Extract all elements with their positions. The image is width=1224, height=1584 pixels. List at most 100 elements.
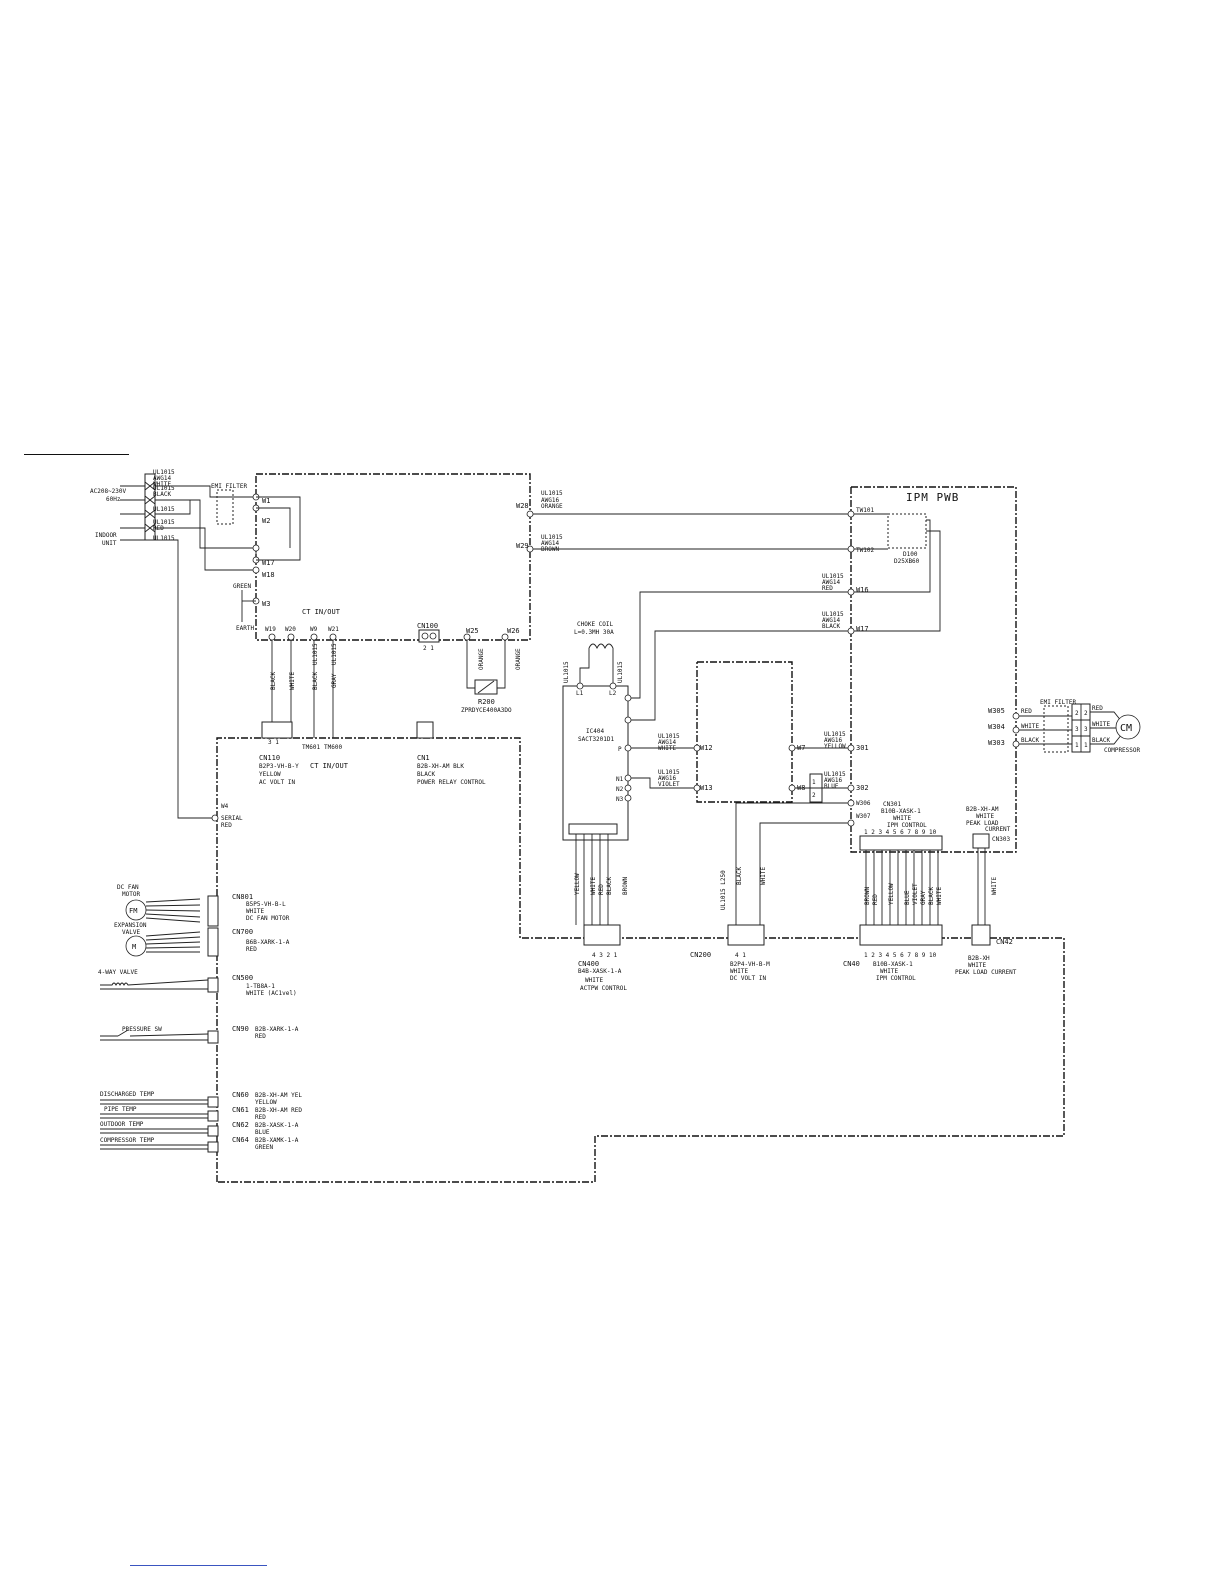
svg-text:D25XB60: D25XB60 xyxy=(894,558,920,565)
svg-text:TW102: TW102 xyxy=(856,547,874,554)
cn60-connector xyxy=(207,1096,219,1108)
svg-text:RED: RED xyxy=(153,525,164,532)
svg-text:ORANGE: ORANGE xyxy=(515,648,522,670)
filter-board-terminals xyxy=(252,493,260,605)
svg-text:WHITE: WHITE xyxy=(760,867,767,885)
svg-text:TW101: TW101 xyxy=(856,507,874,514)
svg-text:PEAK LOAD: PEAK LOAD xyxy=(966,820,999,827)
svg-text:B2P3-VH-B-Y: B2P3-VH-B-Y xyxy=(259,763,299,770)
svg-text:WHITE: WHITE xyxy=(1092,721,1110,728)
svg-text:FM: FM xyxy=(129,907,137,915)
svg-text:AWG14: AWG14 xyxy=(153,475,171,482)
cn90-connector xyxy=(207,1030,219,1044)
svg-text:W305: W305 xyxy=(988,707,1005,715)
svg-text:RED: RED xyxy=(246,946,257,953)
w4-terminal xyxy=(211,814,219,822)
svg-text:L1: L1 xyxy=(576,690,584,697)
input-wire-labels: UL1015 AWG14 WHITE UL1015 BLACK UL1015 U… xyxy=(153,469,175,542)
svg-text:AWG16: AWG16 xyxy=(824,777,842,784)
svg-text:W9: W9 xyxy=(310,626,318,633)
w18-label: W18 xyxy=(262,571,275,579)
svg-text:B2B-XASK-1-A: B2B-XASK-1-A xyxy=(255,1122,299,1129)
svg-text:AWG16: AWG16 xyxy=(541,497,559,504)
svg-text:W12: W12 xyxy=(700,744,713,752)
unit-label: UNIT xyxy=(102,540,117,547)
ct-in-out-bottom-label: CT IN/OUT xyxy=(310,762,349,770)
svg-text:BROWN: BROWN xyxy=(541,546,559,553)
pipe-temp-label: PIPE TEMP xyxy=(104,1106,137,1113)
svg-text:YELLOW: YELLOW xyxy=(824,743,846,750)
svg-text:W303: W303 xyxy=(988,739,1005,747)
emi-filter-left xyxy=(216,489,234,525)
pressure-sw-label: PRESSURE SW xyxy=(122,1026,162,1033)
svg-text:1 2 3 4 5 6 7 8 9 10: 1 2 3 4 5 6 7 8 9 10 xyxy=(864,829,937,836)
svg-text:SACT3201D1: SACT3201D1 xyxy=(578,736,615,743)
svg-text:W17: W17 xyxy=(856,625,869,633)
svg-text:UL1015: UL1015 xyxy=(153,506,175,513)
svg-text:DC FAN MOTOR: DC FAN MOTOR xyxy=(246,915,290,922)
svg-text:301: 301 xyxy=(856,744,869,752)
svg-text:UL1015: UL1015 xyxy=(312,643,319,665)
svg-text:B2B-XH-AM RED: B2B-XH-AM RED xyxy=(255,1107,302,1114)
svg-text:VIOLET: VIOLET xyxy=(658,781,680,788)
svg-text:3: 3 xyxy=(1075,726,1079,733)
svg-text:UL1015: UL1015 xyxy=(658,769,680,776)
svg-text:GREEN: GREEN xyxy=(255,1144,273,1151)
dc-fan-label: DC FAN xyxy=(117,884,139,891)
cn90-label: CN90 xyxy=(232,1025,249,1033)
cn301-to-cn40-wires xyxy=(865,850,939,930)
svg-text:4 3 2 1: 4 3 2 1 xyxy=(592,952,618,959)
svg-text:B4B-XASK-1-A: B4B-XASK-1-A xyxy=(578,968,622,975)
svg-text:EMI FILTER: EMI FILTER xyxy=(1040,699,1077,706)
cn400-label: CN400 xyxy=(578,960,599,968)
terminal-block-power xyxy=(120,473,156,541)
svg-text:BLACK: BLACK xyxy=(417,771,435,778)
w17-label: W17 xyxy=(262,559,275,567)
svg-text:1-TB8A-1: 1-TB8A-1 xyxy=(246,983,275,990)
w28-terminal xyxy=(526,510,534,518)
ic404-module xyxy=(562,685,629,841)
cn110-connector xyxy=(261,721,293,739)
svg-text:B2B-XARK-1-A: B2B-XARK-1-A xyxy=(255,1026,299,1033)
ic404-signal-wires xyxy=(575,834,609,925)
svg-text:SERIAL: SERIAL xyxy=(221,815,243,822)
svg-text:N2: N2 xyxy=(616,786,624,793)
svg-text:B2B-XAMK-1-A: B2B-XAMK-1-A xyxy=(255,1137,299,1144)
svg-text:BLACK: BLACK xyxy=(153,491,171,498)
svg-text:CURRENT: CURRENT xyxy=(985,826,1011,833)
svg-text:WHITE: WHITE xyxy=(585,977,603,984)
svg-text:N1: N1 xyxy=(616,776,624,783)
cn64-label: CN64 xyxy=(232,1136,249,1144)
earth-color-label: GREEN xyxy=(233,583,251,590)
svg-text:AC VOLT IN: AC VOLT IN xyxy=(259,779,296,786)
cn40-connector xyxy=(859,924,943,946)
svg-text:3: 3 xyxy=(1084,726,1088,733)
cn801-connector xyxy=(207,895,219,927)
svg-text:VIOLET: VIOLET xyxy=(912,883,919,905)
svg-text:1: 1 xyxy=(812,779,816,786)
cn303-label: CN303 xyxy=(992,836,1010,843)
svg-text:ZPRDYCE400A3DO: ZPRDYCE400A3DO xyxy=(461,707,512,714)
svg-text:UL1015: UL1015 xyxy=(617,661,624,683)
svg-text:PEAK LOAD CURRENT: PEAK LOAD CURRENT xyxy=(955,969,1017,976)
svg-text:W19: W19 xyxy=(265,626,276,633)
svg-text:WHITE: WHITE xyxy=(968,962,986,969)
svg-text:L=0.3MH 30A: L=0.3MH 30A xyxy=(574,629,614,636)
svg-text:3 1: 3 1 xyxy=(268,739,279,746)
svg-text:B10B-XASK-1: B10B-XASK-1 xyxy=(881,808,921,815)
svg-text:AWG14: AWG14 xyxy=(822,579,840,586)
svg-text:UL1015 L250: UL1015 L250 xyxy=(720,870,727,910)
svg-text:AWG14: AWG14 xyxy=(822,617,840,624)
svg-text:B6B-XARK-1-A: B6B-XARK-1-A xyxy=(246,939,290,946)
expansion-valve-label: EXPANSION xyxy=(114,922,147,929)
cn1-connector xyxy=(416,721,434,739)
svg-text:ORANGE: ORANGE xyxy=(478,648,485,670)
svg-text:UL1015: UL1015 xyxy=(824,731,846,738)
cn801-label: CN801 xyxy=(232,893,253,901)
cn100-label: CN100 xyxy=(417,622,438,630)
svg-text:UL1015: UL1015 xyxy=(541,490,563,497)
svg-text:UL1015: UL1015 xyxy=(153,519,175,526)
fan-motor-wires xyxy=(145,898,201,923)
cn301-connector xyxy=(859,835,943,851)
